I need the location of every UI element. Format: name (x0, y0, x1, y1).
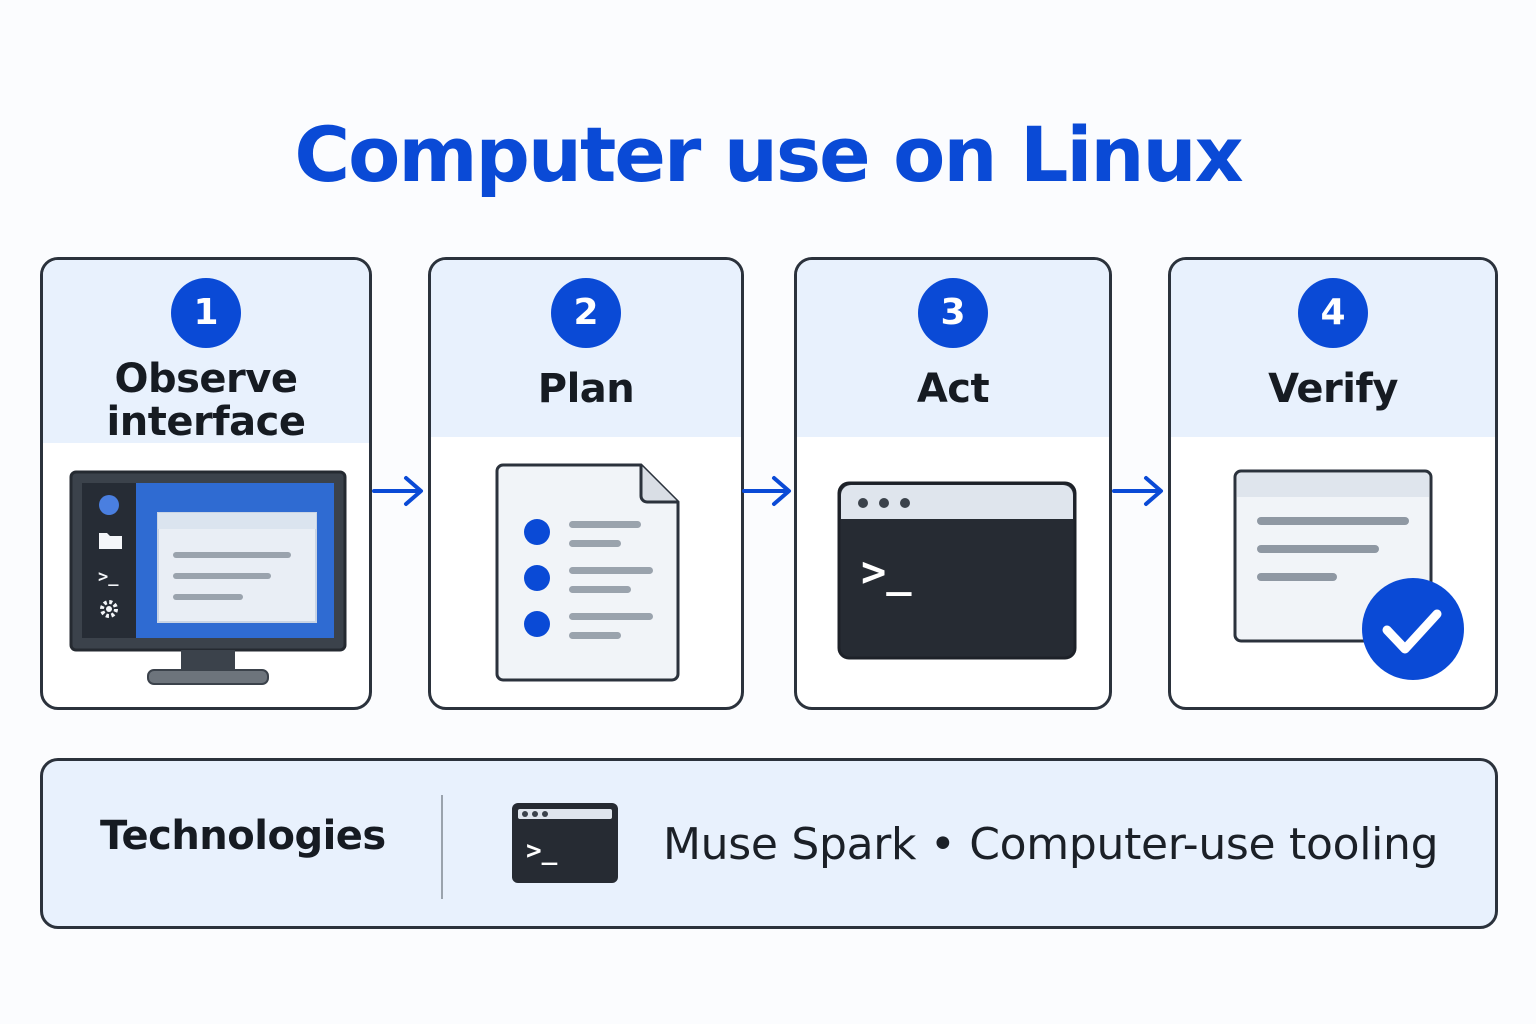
document-list-icon (495, 463, 680, 682)
step-label: Act (916, 366, 990, 412)
divider (441, 795, 443, 899)
step-label: Verify (1268, 366, 1398, 412)
checked-window-icon (1233, 469, 1464, 680)
step-card-observe: 1 Observe interface >_ (40, 257, 372, 710)
step-card-plan: 2 Plan (428, 257, 744, 710)
technologies-text: Muse Spark • Computer-use tooling (663, 819, 1439, 870)
terminal-prompt: >_ (861, 547, 912, 596)
step-number-badge: 3 (918, 278, 988, 348)
step-number-badge: 2 (551, 278, 621, 348)
arrow-right-icon (1112, 476, 1163, 506)
step-number-badge: 1 (171, 278, 241, 348)
step-label-line2: interface (106, 399, 306, 445)
svg-text:>_: >_ (98, 567, 119, 587)
arrow-right-icon (372, 476, 423, 506)
step-label: Observe interface (43, 358, 369, 444)
terminal-prompt: >_ (526, 836, 558, 866)
terminal-icon: >_ (512, 803, 618, 883)
step-label: Plan (537, 366, 635, 412)
step-card-verify: 4 Verify (1168, 257, 1498, 710)
monitor-icon: >_ (69, 470, 347, 685)
terminal-window-icon: >_ (837, 481, 1077, 660)
technologies-panel: Technologies >_ Muse Spark • Computer-us… (40, 758, 1498, 929)
arrow-right-icon (742, 476, 791, 506)
technologies-label: Technologies (100, 813, 386, 859)
step-card-act: 3 Act >_ (794, 257, 1112, 710)
step-number-badge: 4 (1298, 278, 1368, 348)
step-label-line1: Observe (114, 356, 298, 402)
page-title: Computer use on Linux (294, 110, 1243, 199)
